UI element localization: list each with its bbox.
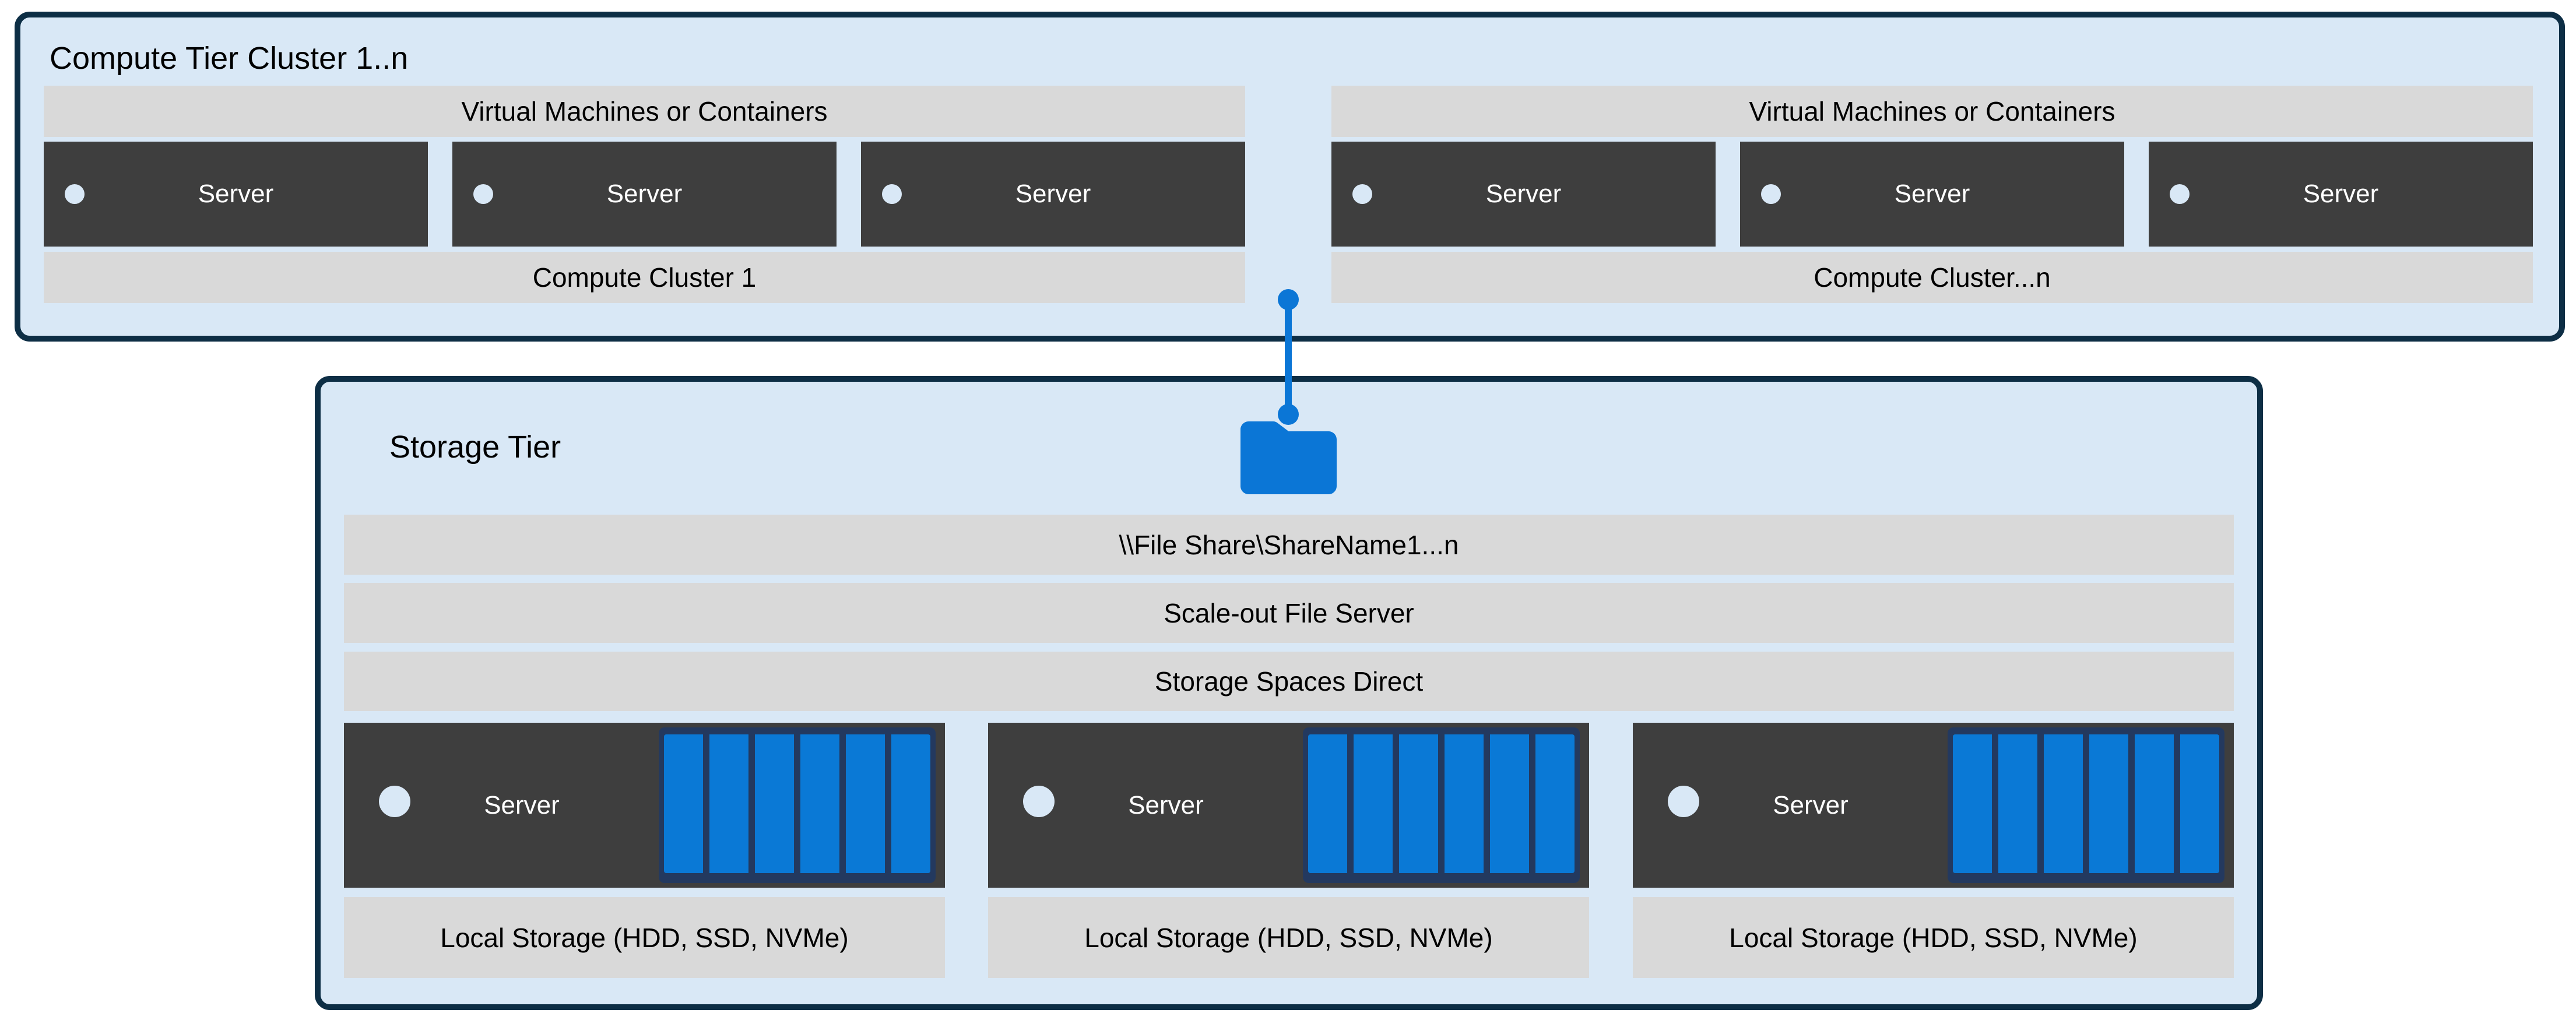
compute-server-box: Server — [1740, 142, 2124, 247]
disk-slats — [1308, 734, 1575, 873]
storage-server-box: Server — [344, 723, 945, 888]
storage-server-box: Server — [988, 723, 1589, 888]
server-led-icon — [473, 184, 493, 204]
server-led-icon — [2170, 184, 2190, 204]
local-storage-bar: Local Storage (HDD, SSD, NVMe) — [988, 897, 1589, 978]
folder-icon — [1240, 421, 1337, 494]
compute-cluster-n: Virtual Machines or Containers Server Se… — [1331, 86, 2533, 303]
vm-header-bar: Virtual Machines or Containers — [44, 86, 1245, 137]
connector-dot-top — [1278, 289, 1299, 310]
storage-server-box: Server — [1633, 723, 2234, 888]
server-label: Server — [1773, 790, 1848, 819]
server-led-icon — [1023, 786, 1055, 817]
server-label: Server — [198, 180, 274, 208]
disk-slats — [1953, 734, 2219, 873]
compute-cluster-1: Virtual Machines or Containers Server Se… — [44, 86, 1245, 303]
disk-array — [659, 727, 936, 883]
compute-tier-box: Compute Tier Cluster 1..n Virtual Machin… — [15, 12, 2565, 342]
compute-server-box: Server — [452, 142, 837, 247]
server-label: Server — [606, 180, 683, 208]
server-label: Server — [484, 790, 560, 819]
compute-server-box: Server — [44, 142, 428, 247]
server-label: Server — [1894, 180, 1970, 208]
server-led-icon — [882, 184, 902, 204]
storage-tier-title: Storage Tier — [389, 430, 561, 465]
file-share-bar: \\File Share\ShareName1...n — [344, 515, 2234, 575]
disk-slats — [664, 734, 930, 873]
server-led-icon — [65, 184, 85, 204]
connector-dot-bottom — [1278, 404, 1299, 425]
server-led-icon — [1352, 184, 1372, 204]
local-storage-bar: Local Storage (HDD, SSD, NVMe) — [344, 897, 945, 978]
vm-header-bar: Virtual Machines or Containers — [1331, 86, 2533, 137]
server-led-icon — [379, 786, 410, 817]
compute-server-box: Server — [861, 142, 1245, 247]
cluster-footer-bar: Compute Cluster...n — [1331, 252, 2533, 303]
storage-tier-box: Storage Tier \\File Share\ShareName1...n… — [315, 376, 2263, 1010]
compute-server-box: Server — [2149, 142, 2533, 247]
server-label: Server — [1485, 180, 1562, 208]
local-storage-bar: Local Storage (HDD, SSD, NVMe) — [1633, 897, 2234, 978]
server-led-icon — [1668, 786, 1699, 817]
compute-server-box: Server — [1331, 142, 1716, 247]
server-label: Server — [1128, 790, 1204, 819]
disk-array — [1948, 727, 2224, 883]
scale-out-file-server-bar: Scale-out File Server — [344, 583, 2234, 643]
connector-line — [1285, 294, 1292, 418]
cluster-footer-bar: Compute Cluster 1 — [44, 252, 1245, 303]
server-label: Server — [2303, 180, 2379, 208]
server-led-icon — [1761, 184, 1781, 204]
storage-spaces-direct-bar: Storage Spaces Direct — [344, 652, 2234, 711]
server-label: Server — [1015, 180, 1091, 208]
compute-tier-title: Compute Tier Cluster 1..n — [50, 41, 409, 76]
disk-array — [1303, 727, 1580, 883]
